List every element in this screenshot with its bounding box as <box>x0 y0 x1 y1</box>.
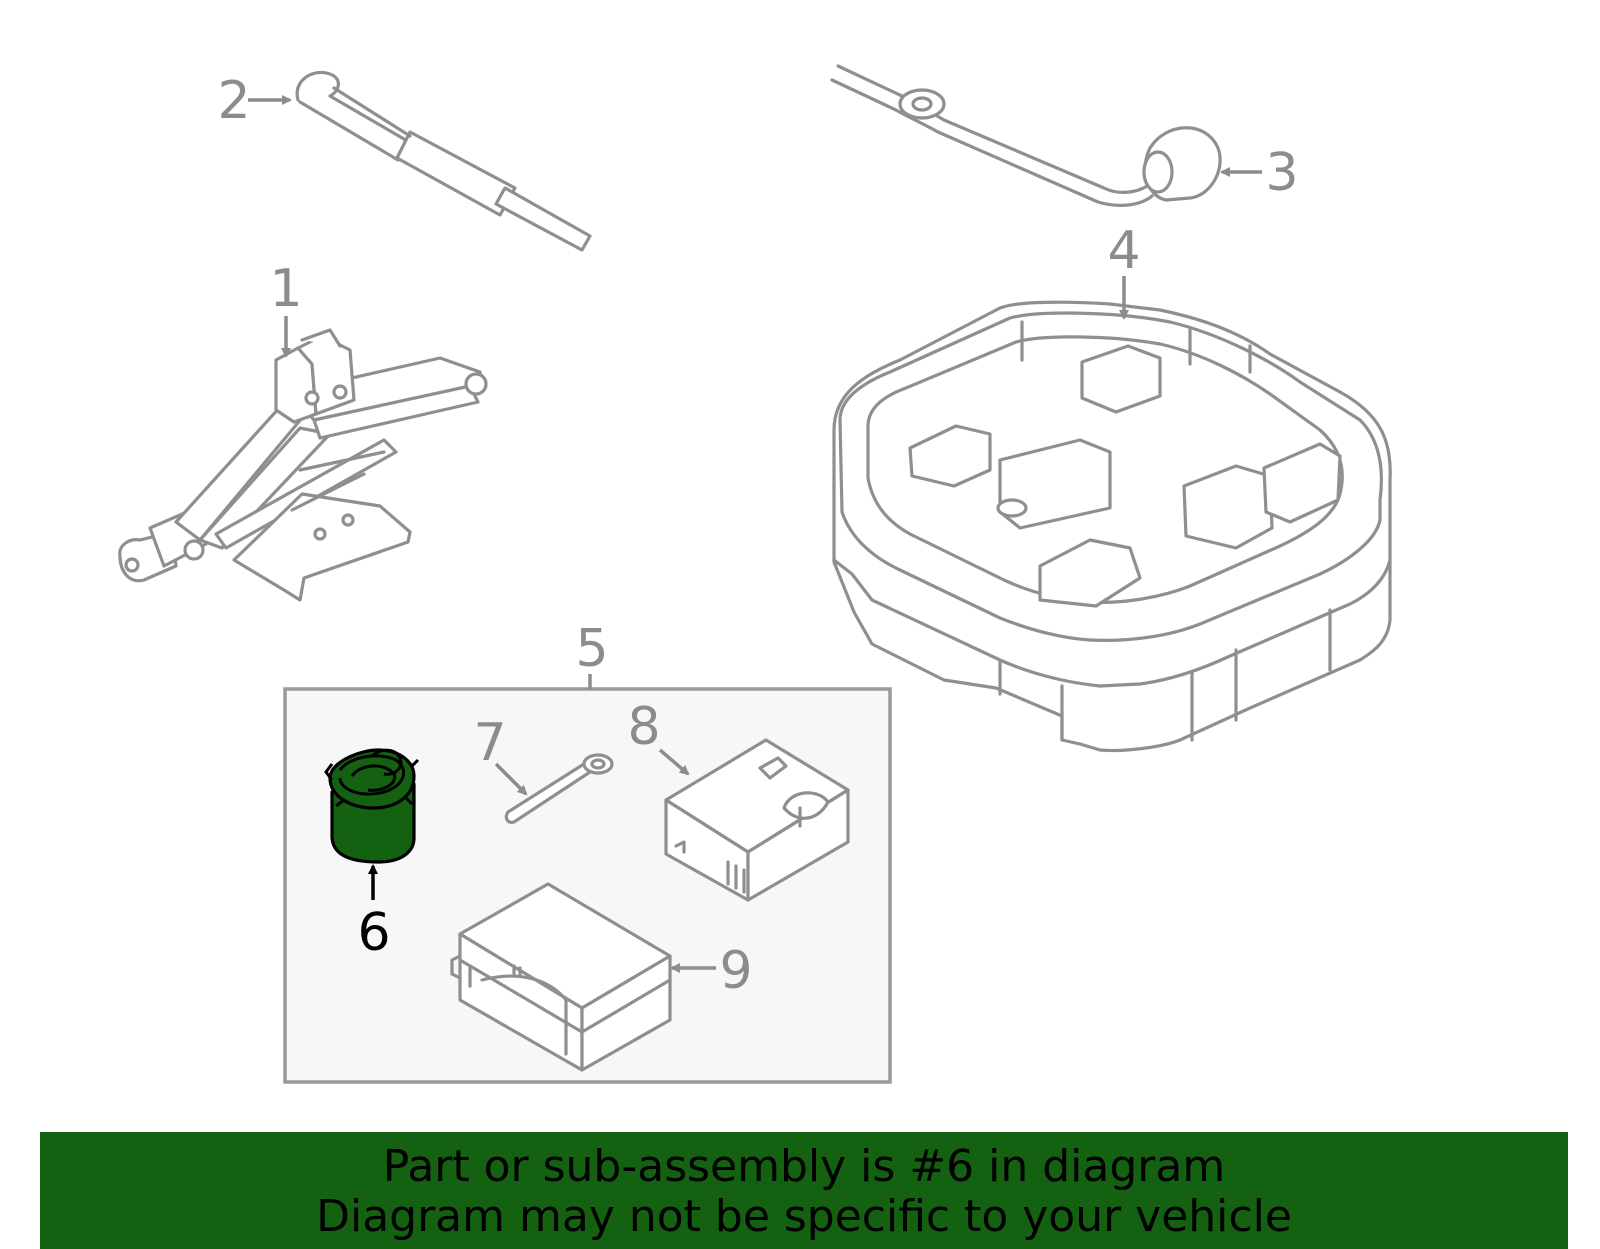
callout-9[interactable]: 9 <box>719 941 752 1001</box>
arrow-7 <box>494 762 528 796</box>
callout-1[interactable]: 1 <box>269 259 302 319</box>
part-4-tool-tray[interactable] <box>832 300 1392 753</box>
part-6-tire-compressor[interactable] <box>324 748 420 864</box>
callout-2[interactable]: 2 <box>217 71 250 131</box>
part-1-scissor-jack[interactable] <box>118 328 488 602</box>
callout-7[interactable]: 7 <box>473 713 506 773</box>
callout-8[interactable]: 8 <box>627 697 660 757</box>
callout-6[interactable]: 6 <box>357 903 390 963</box>
part-8-sealant-kit[interactable] <box>664 738 850 902</box>
callout-3[interactable]: 3 <box>1265 143 1298 203</box>
callout-5[interactable]: 5 <box>575 619 608 679</box>
part-3-lug-wrench[interactable] <box>830 64 1222 207</box>
info-banner: Part or sub-assembly is #6 in diagram Di… <box>40 1132 1568 1249</box>
part-9-case[interactable] <box>450 882 672 1072</box>
callout-4[interactable]: 4 <box>1107 221 1140 281</box>
arrow-8 <box>658 748 690 776</box>
part-7-pin[interactable] <box>504 753 614 824</box>
banner-line-disclaimer: Diagram may not be specific to your vehi… <box>316 1191 1292 1242</box>
part-2-jack-handle[interactable] <box>295 70 592 252</box>
banner-line-part: Part or sub-assembly is #6 in diagram <box>382 1141 1226 1192</box>
